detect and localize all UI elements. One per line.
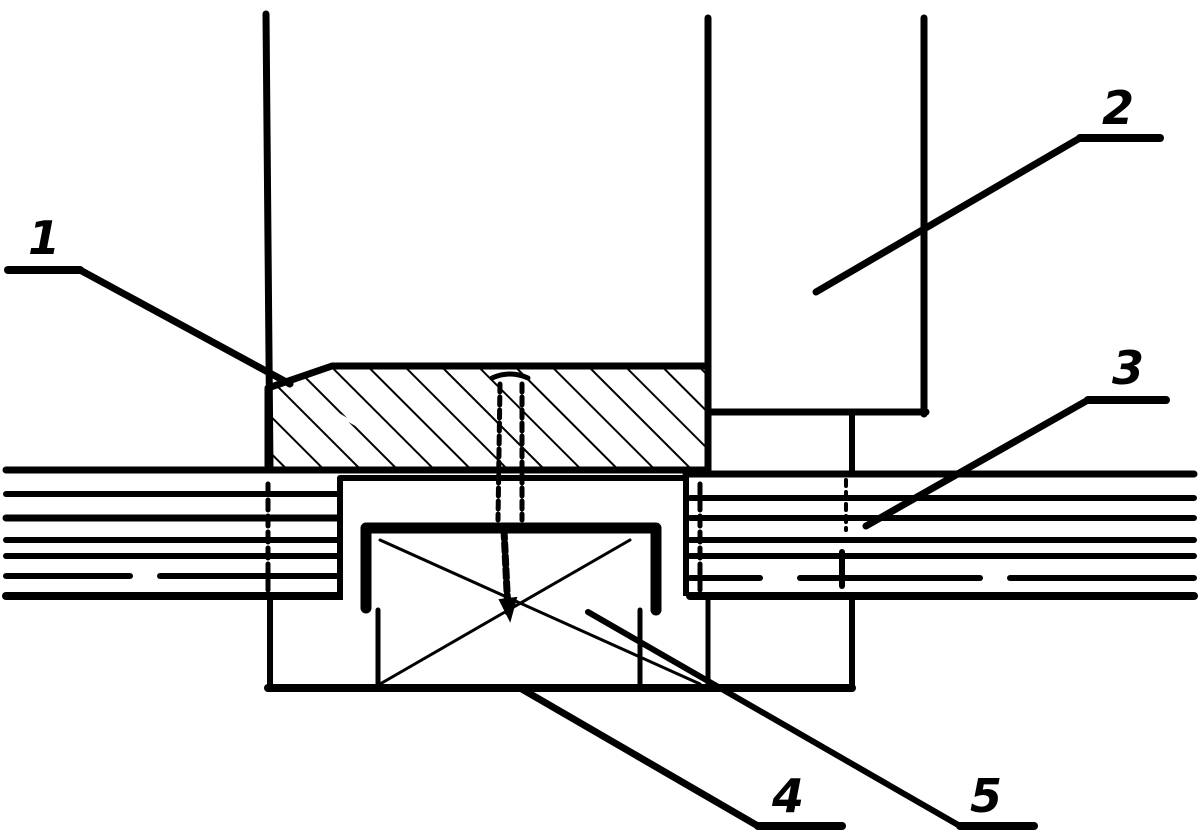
channel-outline: [337, 475, 689, 600]
callout-label-4: 4: [771, 769, 804, 823]
callout-label-5: 5: [970, 769, 1002, 823]
center-screw: [489, 371, 531, 623]
layered-boards-right: [682, 470, 1198, 600]
callout-label-1: 1: [28, 211, 60, 265]
leader-lines: [4, 134, 1170, 830]
hatched-block-part-1: [264, 362, 712, 474]
leader-line-5: [585, 609, 963, 829]
crossed-insert-part-5: [360, 522, 702, 687]
callout-label-3: 3: [1112, 341, 1144, 395]
layered-boards-left: [2, 466, 344, 601]
base-block-part-4: [264, 411, 856, 692]
leader-line-4: [516, 684, 762, 830]
callout-label-2: 2: [1102, 81, 1134, 135]
